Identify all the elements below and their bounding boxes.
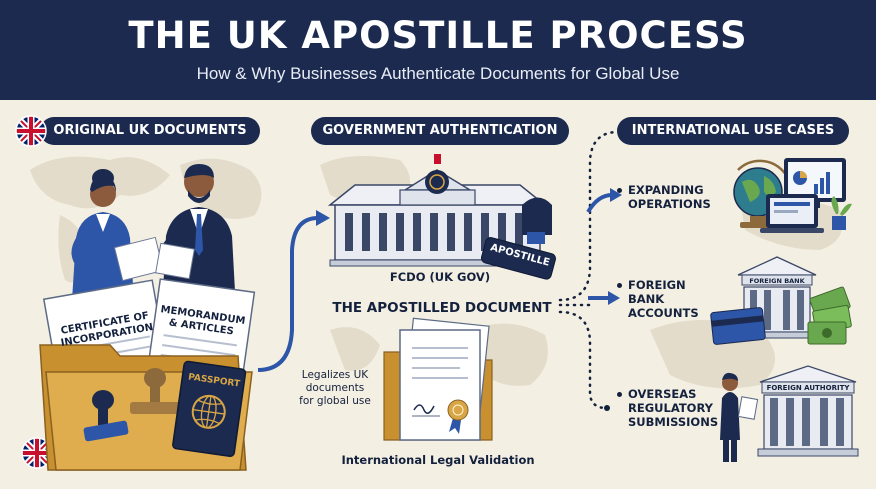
use-case-arrows xyxy=(586,188,622,411)
legalizes-caption: Legalizes UK documents for global use xyxy=(290,369,380,408)
official-figure xyxy=(720,372,759,462)
section-pill-original: ORIGINAL UK DOCUMENTS xyxy=(40,117,260,145)
validation-caption: International Legal Validation xyxy=(341,453,535,467)
businesswoman-figure xyxy=(71,169,134,300)
page-subtitle: How & Why Businesses Authenticate Docume… xyxy=(196,64,680,83)
use-case-regulatory-line3: SUBMISSIONS xyxy=(628,415,719,429)
flow-arrow xyxy=(257,216,319,372)
section-pill-government: GOVERNMENT AUTHENTICATION xyxy=(311,117,569,145)
use-case-bank: FOREIGN BANK ACCOUNTS xyxy=(617,278,717,320)
passport-icon xyxy=(172,360,247,457)
use-case-expanding-line2: OPERATIONS xyxy=(628,197,711,211)
authority-building-icon xyxy=(757,365,859,457)
use-case-regulatory-line1: OVERSEAS xyxy=(628,387,697,401)
use-case-regulatory: OVERSEAS REGULATORY SUBMISSIONS xyxy=(617,387,727,429)
bank-sign: FOREIGN BANK xyxy=(749,277,805,285)
uk-flag-icon xyxy=(15,115,47,147)
section-title-original: ORIGINAL UK DOCUMENTS xyxy=(53,123,247,138)
use-case-bank-line2: BANK xyxy=(628,292,665,306)
use-case-regulatory-line2: REGULATORY xyxy=(628,401,713,415)
cash-icon xyxy=(807,286,852,345)
header-banner: THE UK APOSTILLE PROCESS How & Why Busin… xyxy=(0,0,876,100)
legalizes-line3: for global use xyxy=(299,395,371,407)
fcdo-label: FCDO (UK GOV) xyxy=(389,270,491,284)
dotted-connectors xyxy=(558,130,620,410)
use-case-bank-line3: ACCOUNTS xyxy=(628,306,699,320)
authority-sign: FOREIGN AUTHORITY xyxy=(766,384,850,392)
use-case-expanding: EXPANDING OPERATIONS xyxy=(617,183,727,211)
apostille-stamp-icon xyxy=(480,197,556,280)
legalizes-line2: documents xyxy=(305,382,365,394)
credit-card-icon xyxy=(710,307,766,345)
rubber-stamp-icon xyxy=(83,368,182,442)
legalizes-line1: Legalizes UK xyxy=(301,369,369,381)
bullet-icon xyxy=(617,188,622,193)
page-title: THE UK APOSTILLE PROCESS xyxy=(128,14,748,57)
bullet-icon xyxy=(617,392,622,397)
computer-monitor-icon xyxy=(760,158,846,233)
illustration-canvas xyxy=(0,100,859,489)
section-pill-international: INTERNATIONAL USE CASES xyxy=(617,117,849,145)
apostilled-document-icon xyxy=(383,317,493,441)
use-case-bank-line1: FOREIGN xyxy=(628,278,686,292)
bullet-icon xyxy=(617,283,622,288)
plant-icon xyxy=(831,196,852,230)
section-title-international: INTERNATIONAL USE CASES xyxy=(631,123,835,138)
use-case-expanding-line1: EXPANDING xyxy=(628,183,704,197)
apostilled-document-title: THE APOSTILLED DOCUMENT xyxy=(332,300,552,316)
section-title-government: GOVERNMENT AUTHENTICATION xyxy=(322,123,558,138)
